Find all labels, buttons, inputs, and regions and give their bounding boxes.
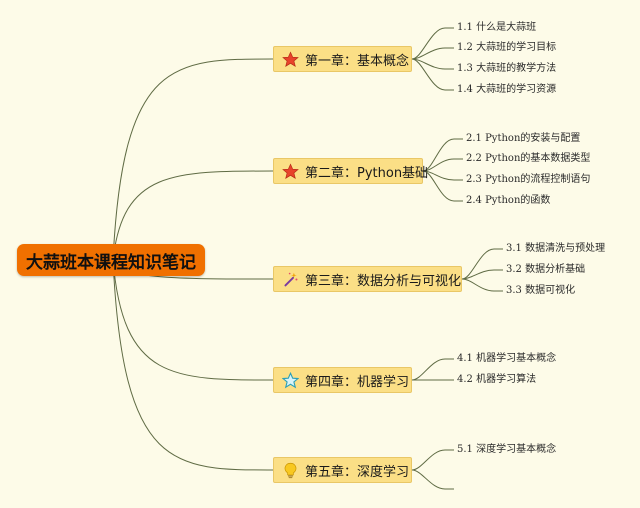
chapter-to-leaf-connector xyxy=(461,278,495,292)
chapter-node-3[interactable]: 第三章：数据分析与可视化 xyxy=(273,266,462,292)
leaf-item[interactable]: 2.3 Python的流程控制语句 xyxy=(466,174,591,185)
chapter-to-leaf-connector xyxy=(411,47,446,60)
chapter-to-leaf-connector xyxy=(461,269,495,280)
chapter-title: 第四章：机器学习 xyxy=(305,374,410,390)
leaf-item[interactable]: 4.1 机器学习基本概念 xyxy=(457,353,557,364)
leaf-item[interactable]: 3.3 数据可视化 xyxy=(506,285,576,296)
chapter-to-leaf-connector xyxy=(411,358,446,381)
root-to-chapter-connector xyxy=(112,259,274,471)
chapter-to-leaf-connector xyxy=(411,469,446,490)
root-to-chapter-connector xyxy=(112,259,274,381)
leaf-item[interactable]: 1.2 大蒜班的学习目标 xyxy=(457,42,557,53)
leaf-item[interactable]: 4.2 机器学习算法 xyxy=(457,374,537,385)
chapter-to-leaf-connector xyxy=(411,58,446,91)
leaf-item[interactable]: 3.2 数据分析基础 xyxy=(506,264,586,275)
chapter-to-leaf-connector xyxy=(422,170,455,202)
chapter-title: 第一章：基本概念 xyxy=(305,53,410,69)
chapter-node-2[interactable]: 第二章：Python基础 xyxy=(273,158,428,184)
root-to-chapter-connector xyxy=(112,58,274,261)
leaf-item[interactable]: 1.4 大蒜班的学习资源 xyxy=(457,84,557,95)
leaf-item[interactable]: 2.1 Python的安装与配置 xyxy=(466,133,581,144)
chapter-node-1[interactable]: 第一章：基本概念 xyxy=(273,46,412,72)
star-outline-icon xyxy=(281,371,300,389)
chapter-to-leaf-connector xyxy=(411,58,446,70)
chapter-title: 第五章：深度学习 xyxy=(305,464,410,480)
root-label: 大蒜班本课程知识笔记 xyxy=(26,252,196,273)
leaf-item[interactable]: 5.1 深度学习基本概念 xyxy=(457,444,557,455)
chapter-title: 第二章：Python基础 xyxy=(305,165,429,181)
chapter-to-leaf-connector xyxy=(411,449,446,471)
leaf-item[interactable]: 1.1 什么是大蒜班 xyxy=(457,22,537,33)
chapter-to-leaf-connector xyxy=(411,27,446,60)
root-node[interactable]: 大蒜班本课程知识笔记 xyxy=(17,244,205,276)
chapter-node-5[interactable]: 第五章：深度学习 xyxy=(273,457,412,483)
chapter-to-leaf-connector xyxy=(461,248,495,280)
leaf-item[interactable]: 1.3 大蒜班的教学方法 xyxy=(457,63,557,74)
leaf-item[interactable]: 2.4 Python的函数 xyxy=(466,195,551,206)
lightbulb-icon xyxy=(282,462,299,479)
chapter-node-4[interactable]: 第四章：机器学习 xyxy=(273,367,412,393)
star-red-icon xyxy=(282,50,299,68)
chapter-title: 第三章：数据分析与可视化 xyxy=(305,273,462,289)
star-red-icon xyxy=(282,162,299,180)
root-to-chapter-connector xyxy=(112,170,274,261)
magic-wand-icon xyxy=(282,271,299,288)
chapter-to-leaf-connector xyxy=(422,138,455,172)
leaf-item[interactable]: 3.1 数据清洗与预处理 xyxy=(506,243,606,254)
chapter-to-leaf-connector xyxy=(422,158,455,172)
leaf-item[interactable]: 2.2 Python的基本数据类型 xyxy=(466,153,591,164)
